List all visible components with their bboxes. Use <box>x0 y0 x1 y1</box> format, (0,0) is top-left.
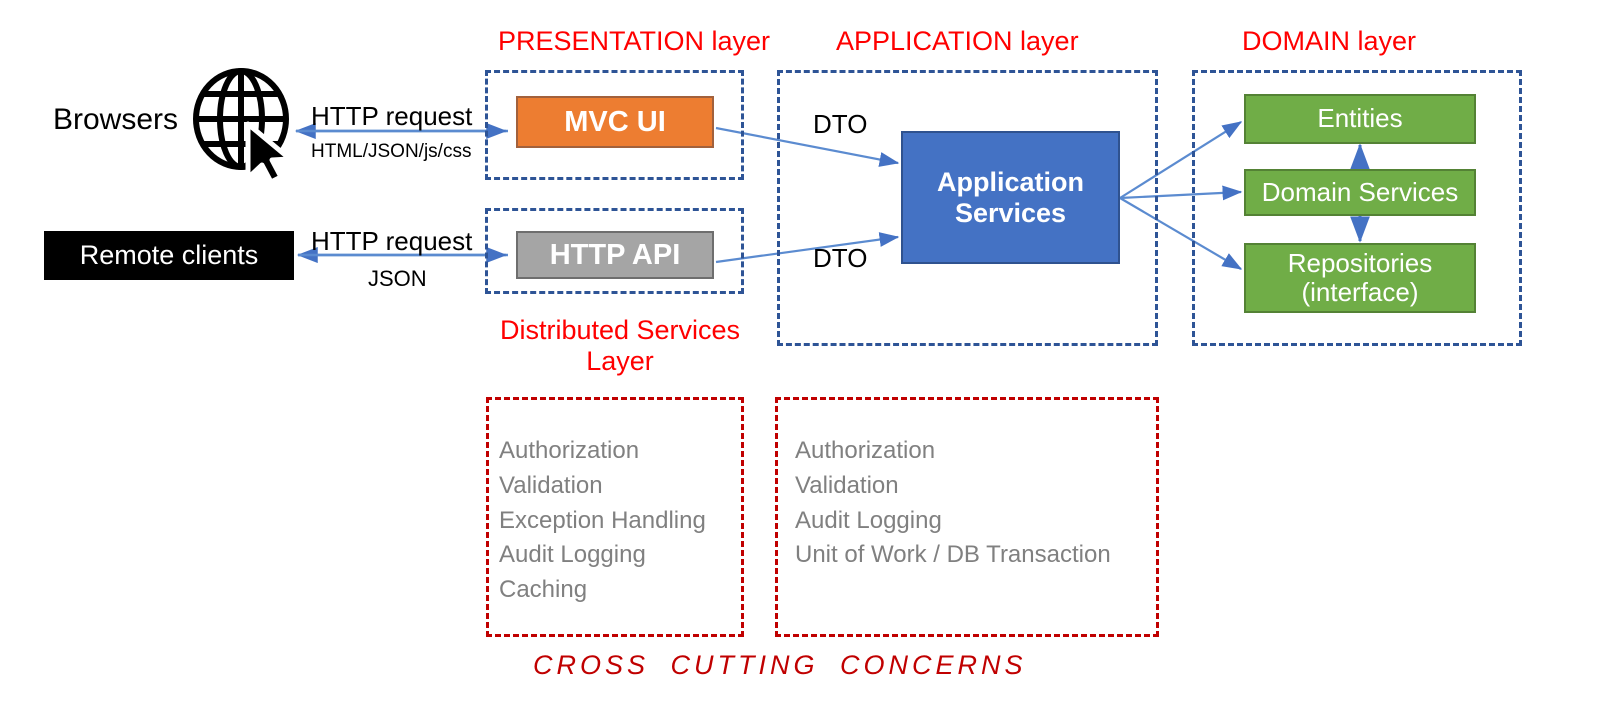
node-entities[interactable]: Entities <box>1244 94 1476 144</box>
actor-browsers-label: Browsers <box>53 103 179 136</box>
cross-cutting-presentation-list: Authorization Validation Exception Handl… <box>499 434 706 608</box>
node-domain-services-label: Domain Services <box>1261 176 1459 207</box>
node-domain-services[interactable]: Domain Services <box>1244 169 1476 216</box>
node-http-api[interactable]: HTTP API <box>516 231 714 279</box>
list-item: Authorization <box>795 437 936 464</box>
list-item: Authorization <box>499 437 640 464</box>
node-repositories[interactable]: Repositories (interface) <box>1244 243 1476 313</box>
list-item: Audit Logging <box>795 506 942 534</box>
list-item: Audit Logging <box>499 541 646 569</box>
node-repositories-label-line2: (interface) <box>1301 277 1419 307</box>
actor-remote-clients-label: Remote clients <box>79 240 259 271</box>
cross-cutting-concerns-caption: CROSS CUTTING CONCERNS <box>533 650 1027 681</box>
edge-label-http-request-top: HTTP request <box>311 101 473 131</box>
cross-cutting-presentation-container <box>486 397 744 637</box>
node-mvc-ui-label: MVC UI <box>564 105 666 138</box>
mouse-cursor-icon <box>245 121 293 182</box>
actor-remote-clients-box[interactable]: Remote clients <box>44 231 294 280</box>
node-mvc-ui[interactable]: MVC UI <box>516 96 714 148</box>
domain-layer-container <box>1192 70 1522 346</box>
caption-word-cross: CROSS <box>533 650 650 680</box>
cross-cutting-application-list: Authorization Validation Audit Logging U… <box>795 434 1111 573</box>
list-item: Unit of Work / DB Transaction <box>795 541 1111 569</box>
list-item: Caching <box>499 576 588 604</box>
application-layer-container <box>777 70 1158 346</box>
node-application-services-label-line1: Application <box>937 167 1084 198</box>
edge-label-response-top: HTML/JSON/js/css <box>311 141 472 162</box>
node-application-services-label-line2: Services <box>954 197 1067 228</box>
edge-label-response-bottom: JSON <box>368 266 427 291</box>
layer-title-application: APPLICATION layer <box>836 26 1079 56</box>
presentation-layer-api-container <box>485 208 744 294</box>
list-item: Exception Handling <box>499 506 706 534</box>
globe-icon <box>193 68 293 182</box>
edge-label-dto-bottom: DTO <box>813 243 868 273</box>
node-application-services[interactable]: Application Services <box>901 131 1120 264</box>
edge-label-dto-top: DTO <box>813 109 868 139</box>
node-http-api-label: HTTP API <box>549 238 681 271</box>
list-item: Validation <box>795 471 899 499</box>
node-entities-label: Entities <box>1317 103 1403 134</box>
caption-word-concerns: CONCERNS <box>840 650 1027 680</box>
edge-label-http-request-bottom: HTTP request <box>311 226 473 256</box>
caption-word-cutting: CUTTING <box>670 650 819 680</box>
layer-title-domain: DOMAIN layer <box>1241 26 1417 56</box>
layer-title-presentation: PRESENTATION layer <box>498 26 771 56</box>
presentation-layer-mvc-container <box>485 70 744 180</box>
cross-cutting-application-container <box>775 397 1159 637</box>
node-repositories-label-line1: Repositories <box>1287 247 1433 278</box>
layer-title-distributed-services: Distributed Services Layer <box>499 315 741 377</box>
list-item: Validation <box>499 471 603 499</box>
